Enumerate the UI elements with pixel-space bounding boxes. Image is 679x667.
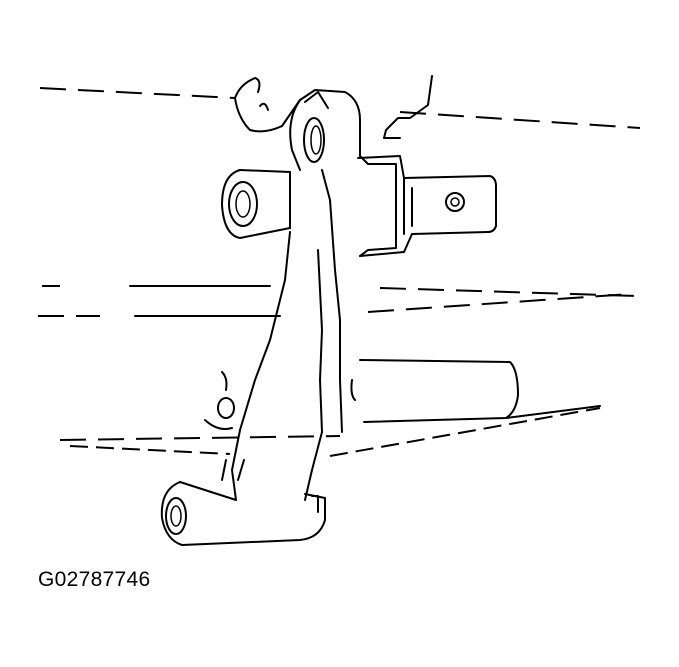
left-small-bolt	[204, 371, 235, 430]
lower-cylinder	[329, 359, 601, 457]
lower-frame-line	[59, 435, 341, 455]
figure-id-label: G02787746	[38, 568, 151, 591]
bracket-main-arm	[239, 199, 356, 433]
left-boss	[221, 169, 291, 239]
bracket-top-ear	[234, 77, 361, 201]
bracket-lower-leg	[160, 429, 326, 546]
middle-frame-lines	[38, 285, 637, 317]
clip-and-tab	[357, 149, 497, 257]
upper-frame-line	[39, 75, 641, 139]
